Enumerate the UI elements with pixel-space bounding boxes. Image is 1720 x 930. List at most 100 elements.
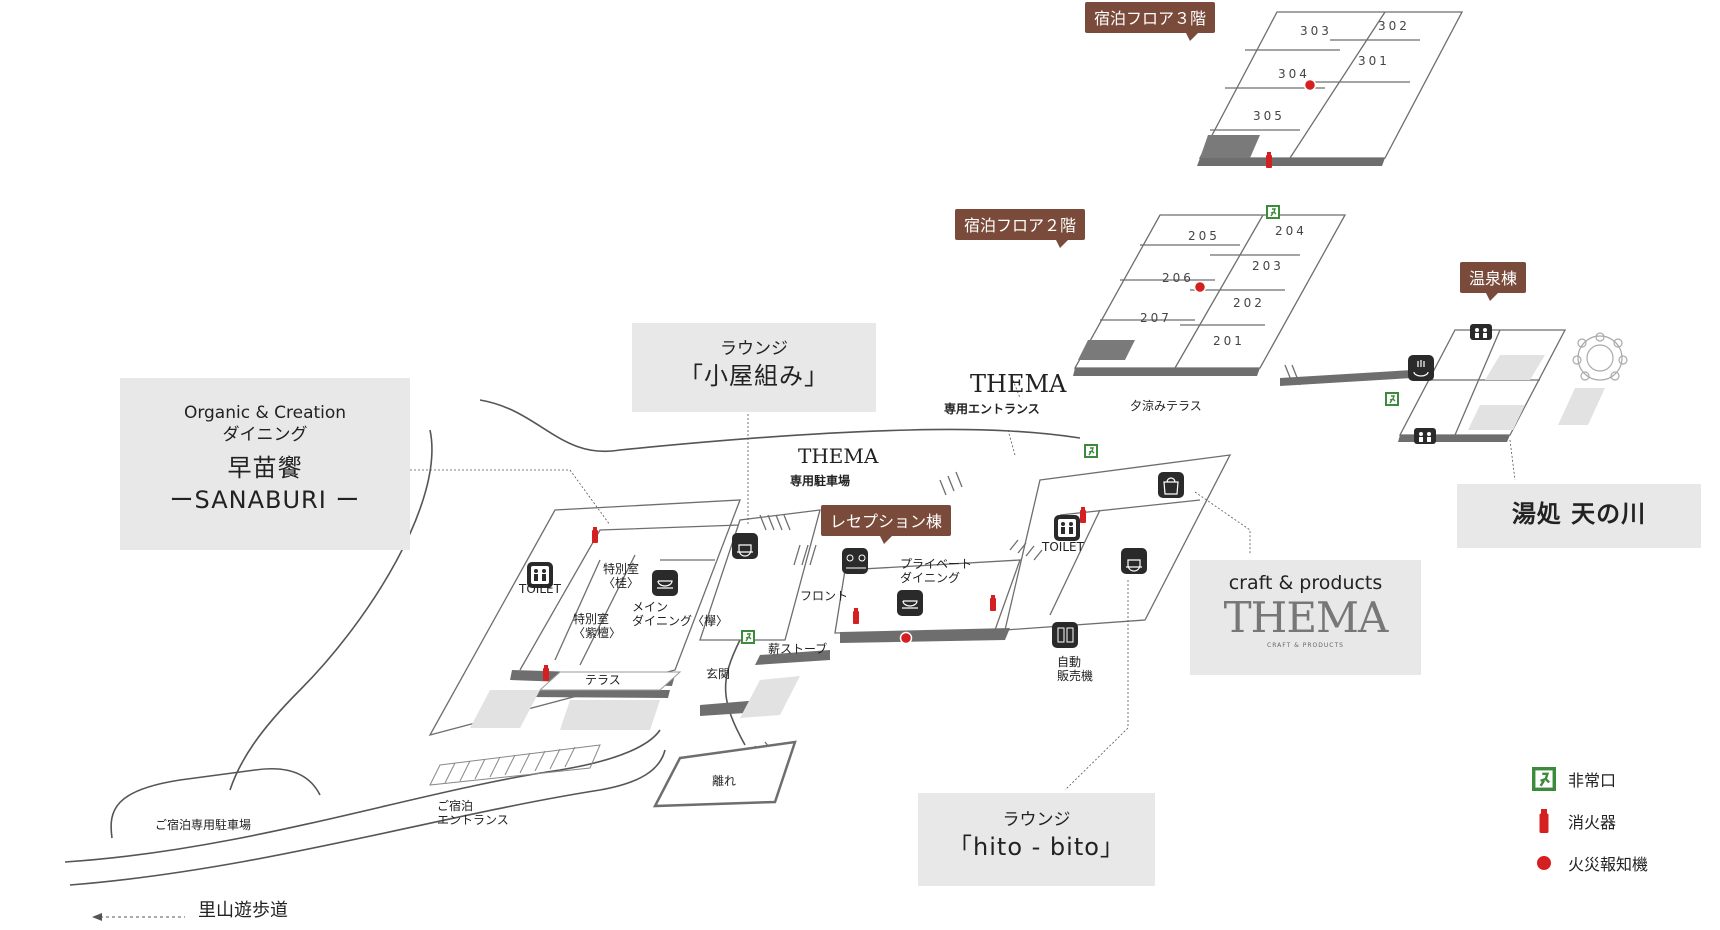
craft-box: craft & products THEMA CRAFT & PRODUCTS [1190,560,1421,675]
tokubetsu-shitan-label: 特別室〈紫檀〉 [573,611,621,640]
onsen-shade [1558,388,1605,425]
cafe-icon [732,533,758,559]
label-line: 〈紫檀〉 [573,625,621,640]
label-line: 自動 [1057,655,1081,669]
crosswalk [429,744,601,786]
connector-lines [410,379,1516,791]
shop-bag-icon [1158,472,1184,498]
koyagumi-subtitle: ラウンジ [720,339,788,359]
koyagumi-title: 「小屋組み」 [679,362,829,390]
floor2-tag: 宿泊フロア２階 [955,209,1086,248]
toilet-right-label: TOILET [1041,540,1085,554]
room-204: 204 [1275,224,1307,238]
ground-shade-2 [560,700,660,730]
toilet-icon [1470,324,1492,340]
toilet-left-label: TOILET [518,582,562,596]
toilet-icon [527,562,553,588]
label-line: プライベート [900,557,972,571]
toilet-icon [1054,515,1080,541]
label-line: 特別室 [603,561,639,576]
fire-alarm-icon [899,78,1317,645]
vending-label: 自動販売機 [1057,655,1093,683]
room-301: 301 [1358,54,1390,68]
hitobito-subtitle: ラウンジ [1002,810,1071,830]
sanaburi-title-1: 早苗饗 [227,454,303,482]
terrace-label: テラス [585,673,621,687]
map-labels: THEMA 専用エントランス THEMA 専用駐車場 夕涼みテラス TOILET… [155,370,1202,921]
label-line: ダイニング〈欅〉 [632,613,728,628]
label-line: ダイニング [900,570,960,585]
room-305: 305 [1253,109,1285,123]
open-bath [1572,332,1628,381]
yusuzumi-terrace-label: 夕涼みテラス [1130,398,1202,413]
room-207: 207 [1140,311,1172,325]
hanare-label: 離れ [712,774,736,788]
legend-label: 消火器 [1568,813,1617,832]
thema-logo: THEMA [1223,593,1389,642]
room-302: 302 [1378,19,1410,33]
legend-row: 非常口 [1532,767,1616,791]
floor3-stairs [1200,135,1260,158]
facility-icons [527,324,1492,648]
sanaburi-subtitle-2: ダイニング [222,425,308,445]
room-203: 203 [1252,259,1284,273]
tokubetsu-katsura-label: 特別室〈桂〉 [603,561,639,590]
onsen-pool [1485,355,1545,380]
private-dining-label: プライベートダイニング [900,557,972,585]
label-line: 特別室 [573,611,609,626]
label-line: ご宿泊 [437,798,473,813]
floor2-room-numbers: 205 204 206 203 207 202 201 [1140,224,1307,348]
reception-wing [699,454,1232,641]
thema-entrance-logo: THEMA [970,370,1067,398]
hanare-building [652,740,797,808]
makistove-label: 薪ストーブ [768,641,827,656]
vending-machine-icon [1052,622,1078,648]
fire-alarm-icon [1532,851,1556,875]
room-303: 303 [1300,24,1332,38]
sanaburi-title-2: ーSANABURI ー [169,486,361,514]
room-206: 206 [1162,271,1194,285]
label-line: 〈桂〉 [603,575,639,590]
fire-extinguisher-icon [1532,809,1556,833]
hot-spring-icon [1408,355,1434,381]
thema-parking-label: 専用駐車場 [790,473,850,488]
guest-entrance-label: ご宿泊エントランス [437,798,509,827]
toilet-icon [1414,428,1436,444]
terrace-deck [538,671,682,691]
koyagumi-box: ラウンジ 「小屋組み」 [632,323,876,412]
roads [64,399,1081,886]
amanogawa-box: 湯処 天の川 [1457,484,1701,548]
genkan-label: 玄関 [706,666,730,681]
front-desk-icon [842,548,868,574]
reception-wall [840,628,1010,643]
label-line: エントランス [437,813,509,827]
terrace-wall [528,690,670,698]
onsen-pool-2 [1468,405,1525,430]
room-205: 205 [1188,229,1220,243]
emergency-exit-icon [1532,767,1556,791]
craft-subtitle: craft & products [1228,572,1383,594]
thema-entrance-label: 専用エントランス [944,401,1040,416]
room-202: 202 [1233,296,1265,310]
reception-tag: レセプション棟 [821,505,952,544]
trail-label: 里山遊歩道 [198,900,288,921]
private-dining-icon [897,590,923,616]
guest-parking-label: ご宿泊専用駐車場 [155,817,251,832]
legend-label: 火災報知機 [1568,855,1649,874]
sanaburi-subtitle-1: Organic & Creation [183,403,347,423]
ground-shade [470,690,540,728]
hitobito-title: 「hito - bito」 [948,833,1125,861]
floor3-tag: 宿泊フロア３階 [1085,2,1216,41]
floor2-corridor [1280,370,1412,386]
entrance-shade [740,676,800,718]
cafe-icon [1121,548,1147,574]
label-line: メイン [632,600,668,614]
room-304: 304 [1278,67,1310,81]
legend-row: 消火器 [1532,809,1616,833]
legend-row: 火災報知機 [1532,851,1648,875]
floor3-wall [1197,158,1385,166]
hitobito-box: ラウンジ 「hito - bito」 [918,793,1155,886]
floor2-wall [1073,368,1260,376]
entrance-wall [755,650,830,665]
